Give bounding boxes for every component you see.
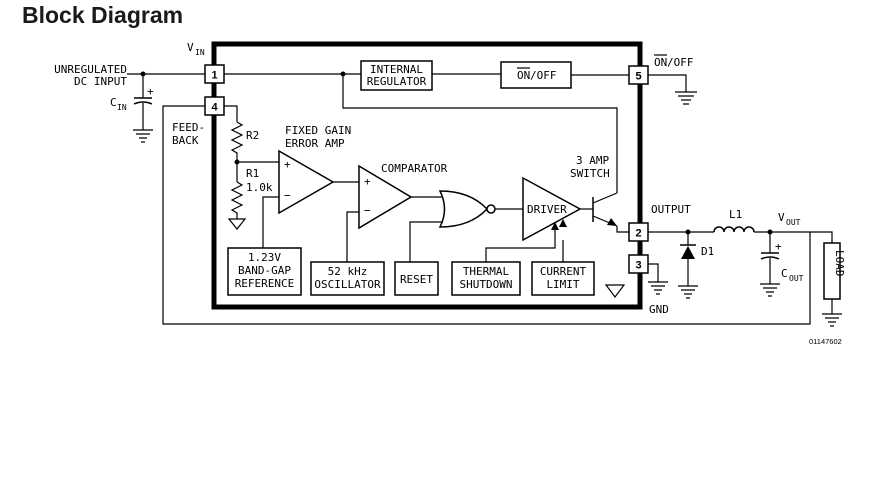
comparator: + −: [358, 164, 413, 230]
svg-text:OUT: OUT: [789, 274, 804, 283]
on-off-block: ON /OFF: [500, 61, 572, 89]
svg-text:FIXED GAIN: FIXED GAIN: [285, 124, 351, 137]
svg-text:52 kHz: 52 kHz: [328, 265, 368, 278]
oscillator-block: 52 kHz OSCILLATOR: [310, 261, 385, 296]
svg-text:LOAD: LOAD: [833, 250, 846, 277]
resistor-r2: [230, 121, 244, 162]
svg-text:OUT: OUT: [786, 218, 801, 227]
svg-text:+: +: [364, 175, 371, 188]
inductor-l1: [713, 226, 755, 233]
r1-value: 1.0k: [246, 181, 273, 194]
svg-text:ON: ON: [654, 56, 667, 69]
output-capacitor: +: [760, 232, 782, 297]
svg-text:SHUTDOWN: SHUTDOWN: [460, 278, 513, 291]
gnd-label: GND: [649, 303, 669, 316]
comparator-label: COMPARATOR: [381, 162, 448, 175]
svg-text:CURRENT: CURRENT: [540, 265, 587, 278]
svg-text:RESET: RESET: [400, 273, 433, 286]
pin-1: 1: [204, 64, 225, 84]
svg-text:2: 2: [635, 228, 641, 240]
pin-3: 3: [628, 254, 649, 274]
svg-text:BACK: BACK: [172, 134, 199, 147]
svg-text:LIMIT: LIMIT: [546, 278, 579, 291]
page-title: Block Diagram: [22, 2, 183, 28]
svg-text:−: −: [364, 204, 371, 217]
svg-text:THERMAL: THERMAL: [463, 265, 510, 278]
band-gap-reference-block: 1.23V BAND-GAP REFERENCE: [227, 247, 302, 296]
load-resistor: LOAD: [822, 242, 846, 327]
svg-text:C: C: [110, 96, 117, 109]
svg-text:+: +: [147, 85, 154, 98]
svg-text:SWITCH: SWITCH: [570, 167, 610, 180]
l1-label: L1: [729, 208, 742, 221]
svg-text:IN: IN: [117, 103, 127, 112]
on-off-pin-label: ON /OFF: [654, 54, 694, 69]
output-label: OUTPUT: [651, 203, 691, 216]
svg-text:3 AMP: 3 AMP: [576, 154, 609, 167]
feedback-label: FEED- BACK: [172, 121, 205, 147]
svg-text:−: −: [284, 189, 291, 202]
internal-regulator-block: INTERNAL REGULATOR: [360, 60, 433, 91]
svg-text:DC INPUT: DC INPUT: [74, 75, 127, 88]
svg-text:C: C: [781, 267, 788, 280]
pin-4: 4: [204, 96, 225, 116]
error-amp-label: FIXED GAIN ERROR AMP: [285, 124, 351, 150]
driver-amp: DRIVER: [522, 176, 582, 242]
svg-text:/OFF: /OFF: [667, 56, 694, 69]
svg-text:V: V: [778, 211, 785, 224]
svg-text:ERROR AMP: ERROR AMP: [285, 137, 345, 150]
cin-label: C IN: [110, 96, 127, 112]
pin-5: 5: [628, 65, 649, 85]
r1-ground: [227, 218, 247, 230]
svg-text:+: +: [775, 240, 782, 253]
svg-text:OSCILLATOR: OSCILLATOR: [314, 278, 381, 291]
current-limit-block: CURRENT LIMIT: [531, 261, 595, 296]
cout-label: C OUT: [781, 267, 804, 283]
ic-package-outline: [211, 41, 643, 310]
svg-text:REFERENCE: REFERENCE: [235, 277, 295, 290]
vin-label: V IN: [187, 41, 205, 57]
vout-label: V OUT: [778, 211, 801, 227]
nor-gate: [438, 190, 496, 228]
unregulated-input-label: UNREGULATED DC INPUT: [54, 63, 127, 88]
svg-text:ON: ON: [517, 69, 530, 82]
svg-text:DRIVER: DRIVER: [527, 203, 567, 216]
figure-code: 01147602: [809, 337, 842, 346]
pin-2: 2: [628, 222, 649, 242]
r1-label: R1: [246, 167, 259, 180]
input-capacitor: +: [133, 74, 154, 143]
power-switch-transistor: [592, 192, 629, 233]
svg-text:REGULATOR: REGULATOR: [367, 75, 427, 88]
r2-label: R2: [246, 129, 259, 142]
internal-ground: [604, 284, 626, 298]
svg-text:+: +: [284, 158, 291, 171]
svg-text:5: 5: [635, 71, 641, 83]
svg-text:3: 3: [635, 260, 641, 272]
fixed-gain-error-amp: + −: [278, 149, 335, 215]
d1-label: D1: [701, 245, 714, 258]
switch-label: 3 AMP SWITCH: [570, 154, 610, 180]
svg-text:V: V: [187, 41, 194, 54]
svg-text:FEED-: FEED-: [172, 121, 205, 134]
reset-block: RESET: [394, 261, 439, 296]
svg-text:/OFF: /OFF: [530, 69, 557, 82]
svg-text:1: 1: [211, 70, 217, 82]
svg-text:4: 4: [211, 102, 218, 114]
svg-text:IN: IN: [195, 48, 205, 57]
svg-text:UNREGULATED: UNREGULATED: [54, 63, 127, 76]
diode-d1: [678, 232, 698, 299]
thermal-shutdown-block: THERMAL SHUTDOWN: [451, 261, 521, 296]
svg-text:BAND-GAP: BAND-GAP: [238, 264, 291, 277]
svg-text:INTERNAL: INTERNAL: [370, 63, 423, 76]
resistor-r1: [230, 181, 244, 219]
svg-text:1.23V: 1.23V: [248, 251, 281, 264]
on-off-ground: [675, 91, 697, 105]
